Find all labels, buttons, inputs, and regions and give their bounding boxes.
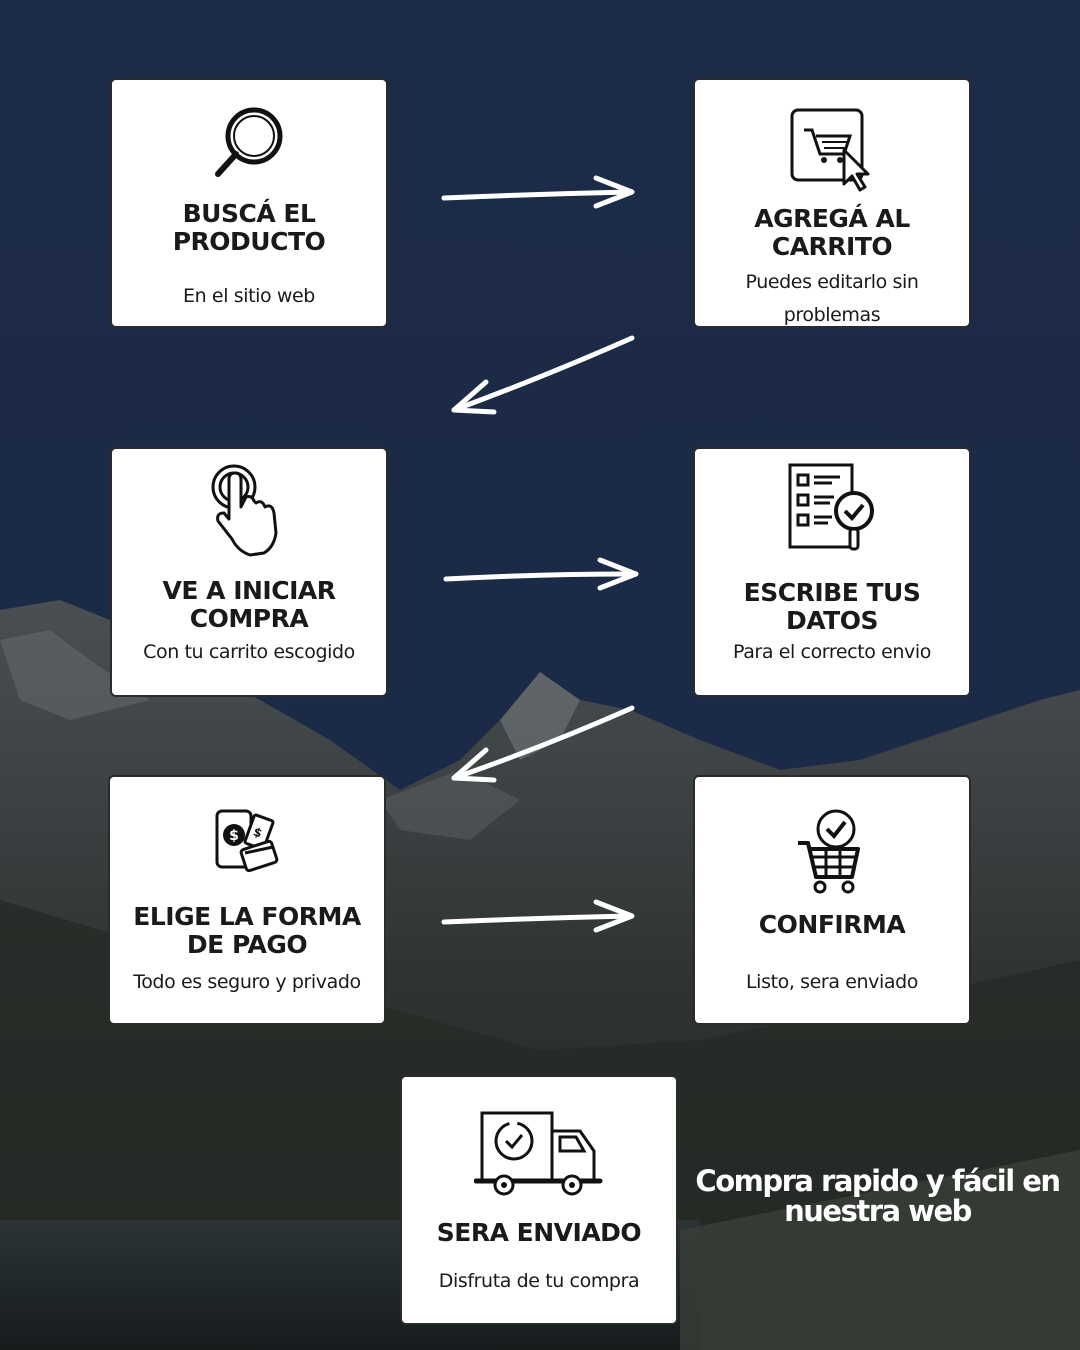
arrow-down-left-icon	[451, 705, 635, 783]
tap-hand-icon	[112, 461, 386, 557]
step-subtitle: Para el correcto envio	[732, 641, 932, 663]
step-title: ESCRIBE TUS DATOS	[743, 578, 921, 635]
step-title: CONFIRMA	[758, 910, 906, 939]
arrow-right-icon	[443, 557, 639, 591]
svg-text:$: $	[229, 828, 239, 844]
tagline: Compra rapido y fácil en nuestra web	[695, 1164, 1061, 1228]
arrow-right-icon	[441, 899, 635, 933]
step-title: AGREGÁ AL CARRITO	[754, 204, 910, 261]
step-subtitle: Con tu carrito escogido	[143, 641, 355, 663]
step-card-6: CONFIRMA Listo, sera enviado	[693, 775, 971, 1025]
step-card-2: AGREGÁ AL CARRITO Puedes editarlo sin pr…	[693, 78, 971, 328]
step-title: ELIGE LA FORMA DE PAGO	[133, 902, 361, 959]
step-title: VE A INICIAR COMPRA	[162, 576, 336, 633]
delivery-truck-icon	[402, 1107, 676, 1202]
step-card-7: SERA ENVIADO Disfruta de tu compra	[400, 1075, 678, 1325]
checklist-icon	[695, 461, 969, 556]
cart-check-icon	[695, 807, 969, 902]
arrow-down-left-icon	[451, 335, 635, 415]
payment-icon: $ $	[110, 807, 384, 902]
step-subtitle: Listo, sera enviado	[746, 971, 918, 993]
step-card-5: $ $ ELIGE LA FORMA DE PAGO Todo es segur…	[108, 775, 386, 1025]
step-subtitle: Disfruta de tu compra	[438, 1270, 640, 1292]
step-card-3: VE A INICIAR COMPRA Con tu carrito escog…	[110, 447, 388, 697]
cart-cursor-icon	[695, 102, 969, 197]
step-subtitle: En el sitio web	[183, 285, 315, 307]
step-subtitle: Todo es seguro y privado	[133, 971, 361, 993]
step-card-1: BUSCÁ EL PRODUCTO En el sitio web	[110, 78, 388, 328]
step-subtitle: Puedes editarlo sin problemas	[745, 271, 919, 326]
magnifier-icon	[112, 102, 386, 197]
step-title: BUSCÁ EL PRODUCTO	[172, 199, 326, 256]
arrow-right-icon	[441, 175, 635, 209]
step-card-4: ESCRIBE TUS DATOS Para el correcto envio	[693, 447, 971, 697]
step-title: SERA ENVIADO	[436, 1218, 642, 1247]
